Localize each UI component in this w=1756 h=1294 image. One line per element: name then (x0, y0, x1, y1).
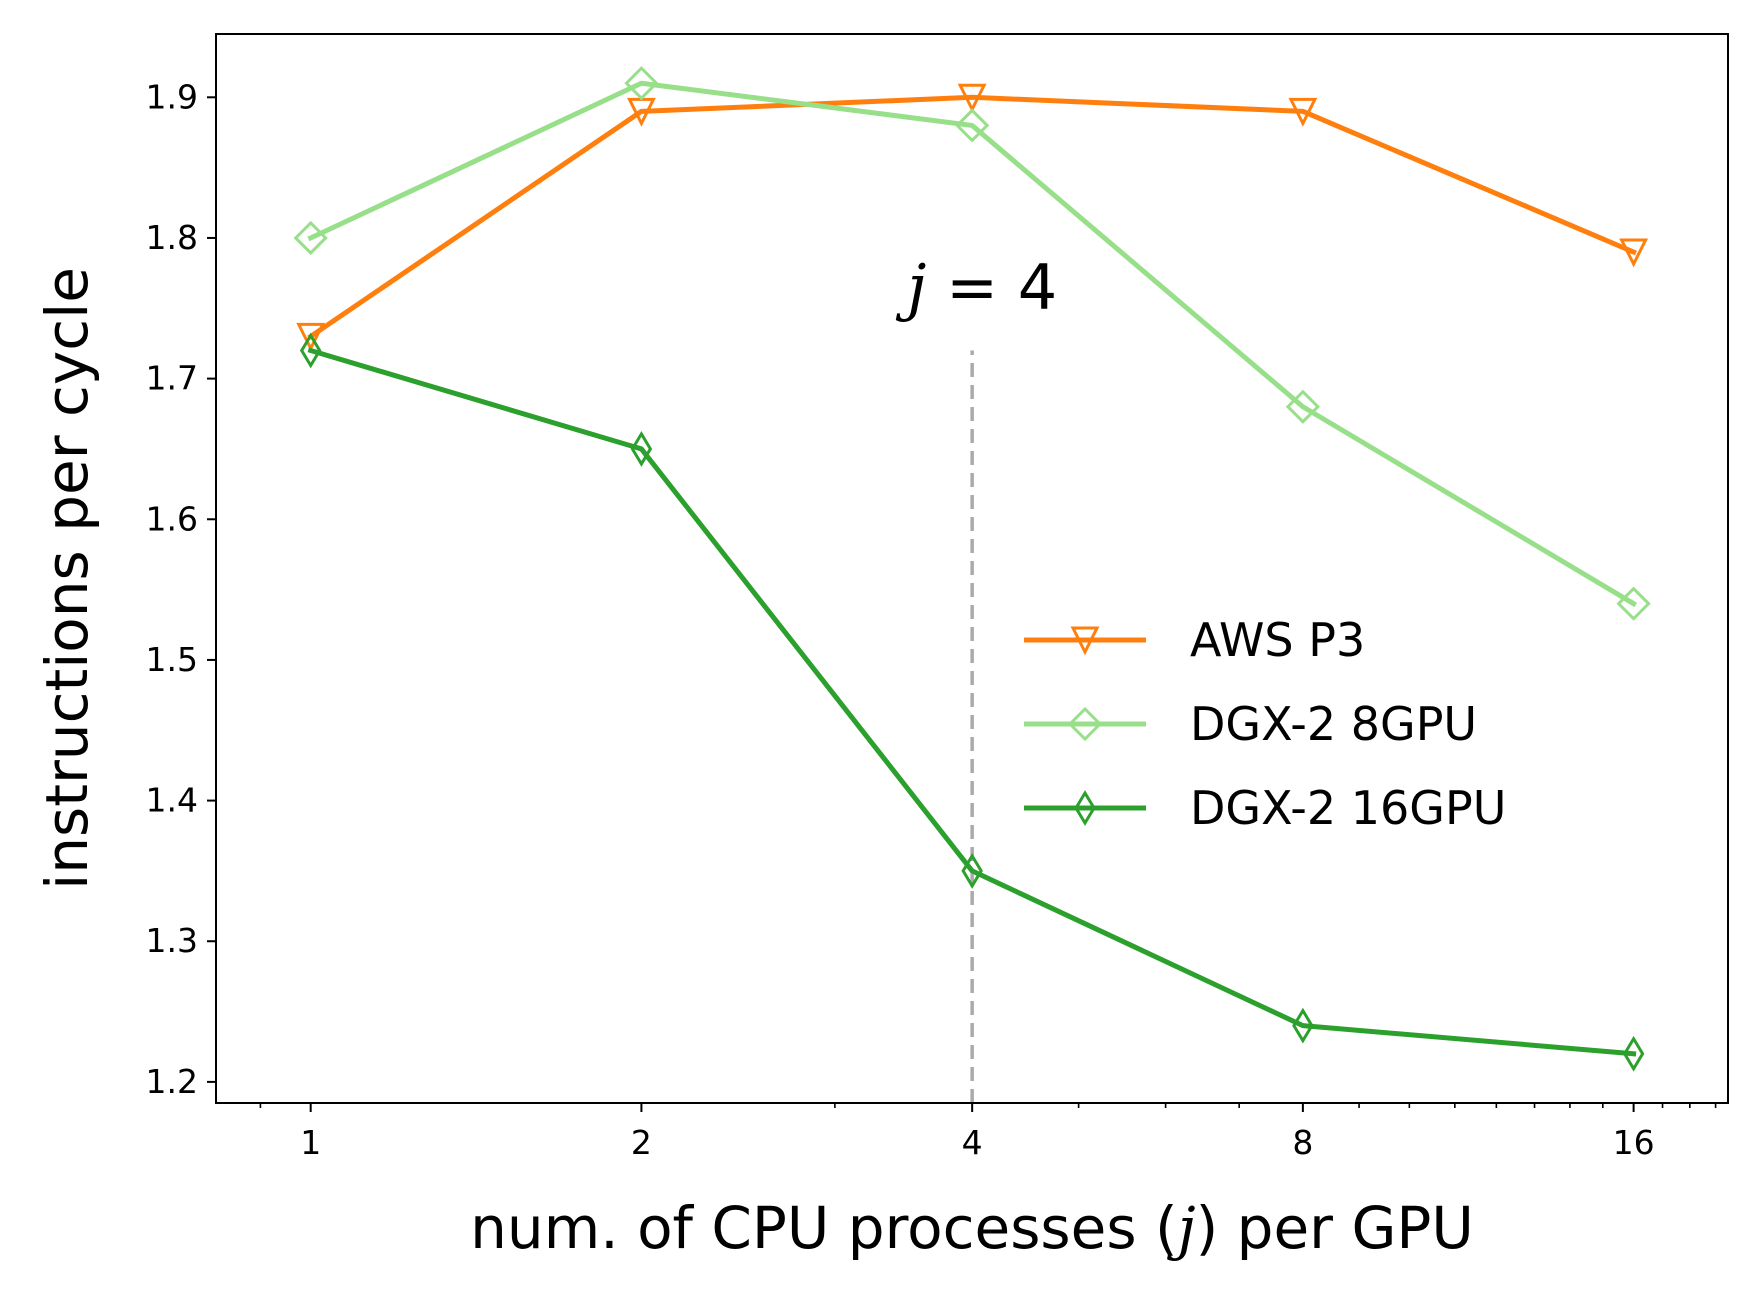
series-line (307, 94, 1637, 340)
y-tick-label: 1.7 (146, 359, 198, 398)
series-line (307, 347, 1637, 1057)
data-point (296, 322, 326, 352)
data-point (1619, 238, 1649, 268)
data-point (1288, 97, 1318, 127)
data-point (957, 83, 987, 113)
y-axis-label: instructions per cycle (33, 267, 101, 890)
y-tick-label: 1.9 (146, 77, 198, 116)
x-axis-label: num. of CPU processes (j) per GPU (470, 1194, 1474, 1262)
annotation-label: j = 4 (895, 250, 1057, 323)
y-tick-label: 1.6 (146, 499, 198, 538)
data-point (961, 852, 983, 889)
y-tick-label: 1.8 (146, 218, 198, 257)
series-2 (299, 332, 1645, 1072)
legend-swatch-marker (1074, 790, 1096, 826)
data-point (1285, 389, 1321, 424)
data-point (293, 220, 328, 256)
series-0 (296, 83, 1649, 352)
data-point (630, 431, 653, 467)
y-tick-label: 1.2 (146, 1062, 198, 1101)
y-tick-label: 1.3 (146, 921, 198, 960)
x-tick-label: 1 (300, 1123, 321, 1162)
legend: AWS P3 DGX-2 8GPU DGX-2 16GPU (1024, 613, 1506, 835)
series-layer (293, 66, 1651, 1072)
x-tick-label: 8 (1292, 1123, 1313, 1162)
x-tick-label: 16 (1613, 1123, 1655, 1162)
y-tick-label: 1.4 (146, 781, 198, 820)
x-tick-label: 2 (631, 1123, 652, 1162)
legend-label: DGX-2 8GPU (1190, 697, 1477, 751)
legend-label: AWS P3 (1190, 613, 1365, 667)
legend-item: DGX-2 8GPU (1024, 697, 1477, 751)
y-tick-label: 1.5 (146, 640, 198, 679)
data-point (299, 332, 322, 369)
series-line (307, 80, 1638, 608)
data-point (1622, 1035, 1645, 1072)
legend-label: DGX-2 16GPU (1190, 781, 1506, 835)
data-point (1616, 586, 1651, 621)
data-point (1292, 1007, 1314, 1044)
legend-swatch-marker (1070, 626, 1100, 656)
axes-layer: 1.2 1.3 1.4 1.5 1.6 1.7 1.8 1.9 1 2 4 8 16 num. of CP… (33, 33, 1729, 1262)
legend-item: DGX-2 16GPU (1024, 781, 1506, 835)
series-1 (293, 66, 1651, 621)
legend-item: AWS P3 (1024, 613, 1365, 667)
data-point (624, 66, 659, 101)
x-tick-label: 4 (962, 1123, 983, 1162)
data-point (955, 108, 990, 143)
legend-swatch-marker (1067, 706, 1103, 742)
